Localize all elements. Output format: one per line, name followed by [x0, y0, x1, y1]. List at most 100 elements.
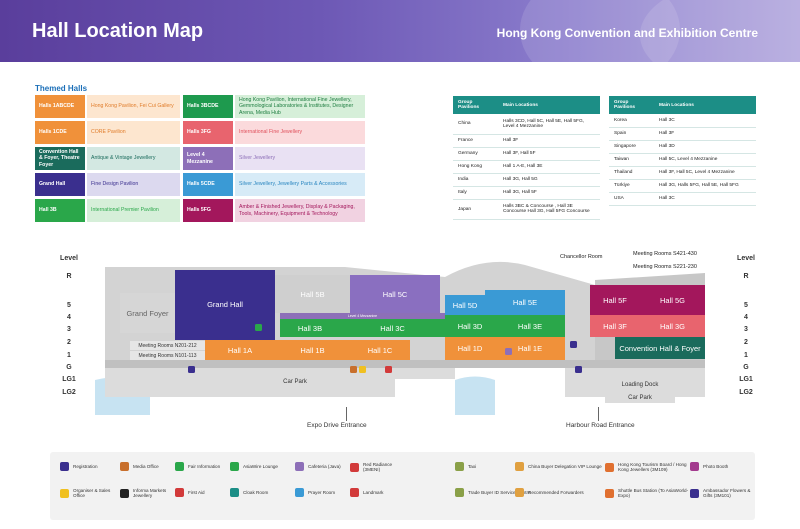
hall-5c[interactable]: Hall 5C [350, 275, 440, 313]
info-icon[interactable] [255, 324, 262, 331]
level-4-mezzanine[interactable]: Level 4 Mezzanine [280, 313, 445, 319]
meeting-rooms-s221-label: Meeting Rooms S221-230 [633, 264, 697, 270]
legend-item: Prayer Room [295, 488, 335, 497]
themed-hall-description: International Fine Jewellery [235, 121, 365, 144]
themed-hall-description: Fine Design Pavilion [87, 173, 180, 196]
shuttle-bus-icon [605, 488, 614, 498]
registration-icon[interactable] [575, 366, 582, 373]
cafeteria-icon[interactable] [505, 348, 512, 355]
entrance-marker [598, 407, 599, 421]
pavilion-country: Japan [453, 199, 498, 220]
grand-foyer: Grand Foyer [120, 293, 175, 333]
hall-3f[interactable]: Hall 3F [590, 315, 640, 337]
level-label: Level [737, 255, 755, 262]
table-header: Group Pavilions [453, 96, 498, 114]
pavilion-country: India [453, 173, 498, 187]
level-label: 5 [67, 302, 71, 309]
pavilion-location: Hall 3F [654, 127, 756, 141]
level-label: 1 [67, 352, 71, 359]
themed-hall-code: Level 4 Mezzanine [183, 147, 233, 170]
legend-item: Photo Booth [690, 462, 728, 471]
pavilion-location: Halls 3CD, Hall 5C, Hall 5E, Hall 5FG, L… [498, 114, 600, 135]
level-label: 3 [744, 326, 748, 333]
level-label: LG1 [739, 376, 753, 383]
pavilion-location: Hall 5C, Level 4 Mezzanine [654, 153, 756, 167]
legend-label: Taxi [468, 464, 477, 469]
legend-label: Cafeteria (Java) [308, 464, 341, 469]
legend-item: China Buyer Delegation VIP Lounge [515, 462, 602, 471]
first-aid-icon[interactable] [385, 366, 392, 373]
legend: Registration Media Office Fair Information… [50, 452, 755, 520]
legend-item: Fair Information [175, 462, 220, 471]
meeting-rooms-n101[interactable]: Meeting Rooms N101-113 [130, 351, 205, 360]
venue-name: Hong Kong Convention and Exhibition Cent… [496, 26, 758, 40]
legend-label: Media Office [133, 464, 159, 469]
meeting-rooms-n201[interactable]: Meeting Rooms N201-212 [130, 341, 205, 350]
registration-icon[interactable] [188, 366, 195, 373]
hall-1b[interactable]: Hall 1B [275, 340, 350, 360]
hall-5b[interactable]: Hall 5B [275, 275, 350, 313]
hall-1e[interactable]: Hall 1E [495, 337, 565, 360]
table-header: Main Locations [498, 96, 600, 114]
legend-label: First Aid [188, 490, 205, 495]
media-office-icon [120, 462, 129, 471]
taxi-icon [455, 462, 464, 471]
themed-hall-code: Halls 3FG [183, 121, 233, 144]
level-label: LG2 [739, 389, 753, 396]
themed-hall-description: Hong Kong Pavilion, International Fine J… [235, 95, 365, 118]
hall-1d[interactable]: Hall 1D [445, 337, 495, 360]
informa-icon [120, 488, 129, 498]
pavilion-location: Hall 1 A-E, Hall 3E [498, 160, 600, 174]
hall-5f[interactable]: Hall 5F [590, 285, 640, 315]
hall-3g[interactable]: Hall 3G [640, 315, 705, 337]
legend-label: Organiser & Sales Office [73, 488, 111, 498]
legend-item: Red Radiance (3MENI) [350, 462, 410, 472]
pavilion-country: Germany [453, 147, 498, 161]
legend-label: Registration [73, 464, 98, 469]
registration-icon[interactable] [570, 341, 577, 348]
level-label: Level [60, 255, 78, 262]
pavilion-location: Hall 3F [498, 134, 600, 148]
level-label: LG2 [62, 389, 76, 396]
hall-3d[interactable]: Hall 3D [445, 315, 495, 337]
hall-5d[interactable]: Hall 5D [445, 295, 485, 315]
meeting-rooms-s421-label: Meeting Rooms S421-430 [633, 251, 697, 257]
legend-label: Fair Information [188, 464, 221, 469]
hall-1c[interactable]: Hall 1C [350, 340, 410, 360]
pavilion-location: Hall 3F, Hall 5F [498, 147, 600, 161]
legend-item: Media Office [120, 462, 159, 471]
hall-5e[interactable]: Hall 5E [485, 290, 565, 315]
convention-hall[interactable]: Convention Hall & Foyer [615, 337, 705, 359]
hall-1a[interactable]: Hall 1A [205, 340, 275, 360]
page-title: Hall Location Map [32, 20, 204, 42]
pavilion-country: China [453, 114, 498, 135]
header-banner: Hall Location Map Hong Kong Convention a… [0, 0, 800, 62]
legend-item: Ambassador Flowers & Gifts (3M101) [690, 488, 755, 498]
themed-hall-description: CORE Pavilion [87, 121, 180, 144]
media-office-icon[interactable] [350, 366, 357, 373]
level-label: 5 [744, 302, 748, 309]
cloak-room-icon [230, 488, 239, 497]
car-park-west: Car Park [195, 377, 395, 387]
legend-label: Ambassador Flowers & Gifts (3M101) [703, 488, 751, 498]
table-header: Main Locations [654, 96, 756, 114]
pavilion-country: Spain [609, 127, 654, 141]
legend-item: Trade Buyer ID Service Centre [455, 488, 531, 497]
legend-label: Landmark [363, 490, 384, 495]
legend-label: Red Radiance (3MENI) [363, 462, 393, 472]
hall-5g[interactable]: Hall 5G [640, 285, 705, 315]
organiser-icon[interactable] [359, 366, 366, 373]
vip-lounge-icon [515, 462, 524, 471]
hall-3b[interactable]: Hall 3B [280, 319, 340, 337]
themed-hall-description: Antique & Vintage Jewellery [87, 147, 180, 170]
forwarders-icon [515, 488, 524, 497]
pavilion-country: Hong Kong [453, 160, 498, 174]
hall-3e[interactable]: Hall 3E [495, 315, 565, 337]
hall-3c[interactable]: Hall 3C [340, 319, 445, 337]
legend-item: Recommended Forwarders [515, 488, 584, 497]
